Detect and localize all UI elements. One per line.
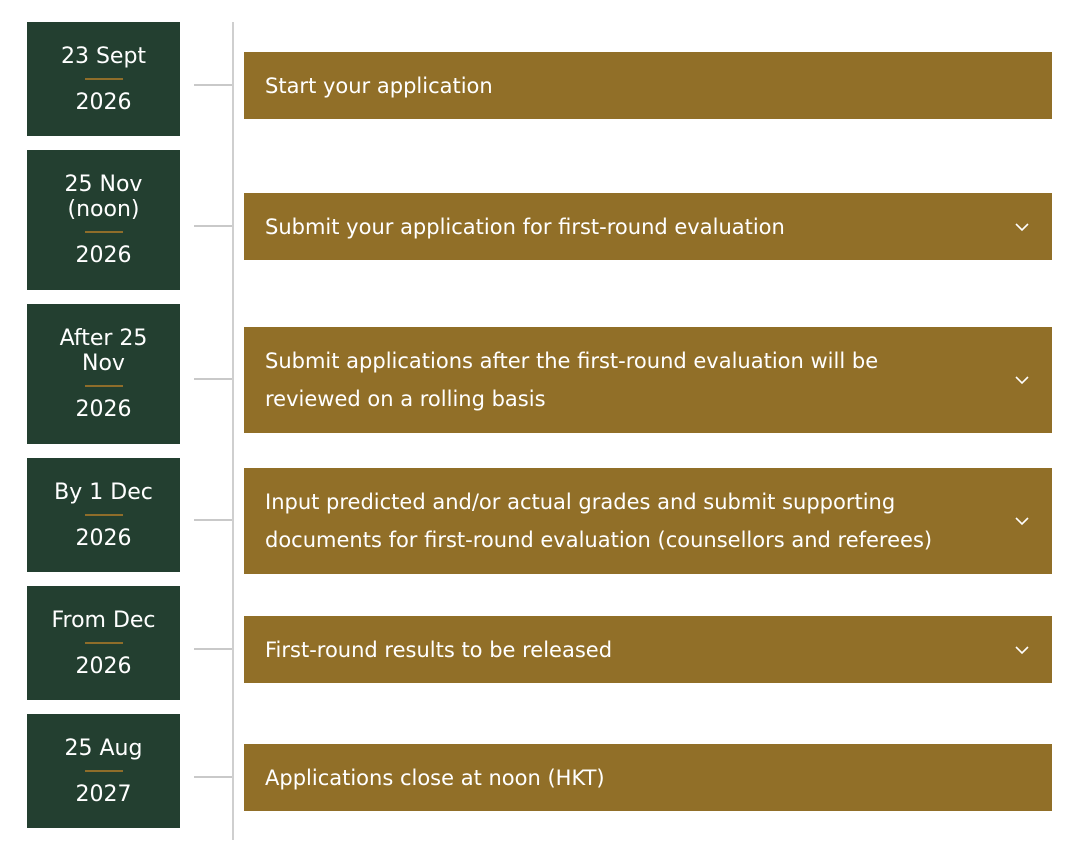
event-label: First-round results to be released [265,637,613,662]
date-box: 23 Sept 2026 [27,22,180,136]
date-label: 25 Nov (noon) [64,172,143,222]
chevron-down-icon[interactable] [1014,516,1030,526]
timeline-connector [194,776,232,778]
date-year: 2026 [75,397,132,422]
timeline-spine [232,22,234,840]
timeline-event-applications-close[interactable]: Applications close at noon (HKT) [244,744,1052,811]
timeline-connector [194,225,232,227]
date-label: 23 Sept [60,43,147,69]
chevron-down-icon[interactable] [1014,375,1030,385]
date-separator [84,385,123,387]
event-label: Input predicted and/or actual grades and… [265,490,933,552]
timeline-event-rolling-review[interactable]: Submit applications after the first-roun… [244,327,1052,433]
event-label: Applications close at noon (HKT) [265,765,605,790]
date-separator [84,513,123,516]
date-box: From Dec 2026 [27,586,180,700]
date-box: After 25 Nov 2026 [27,304,180,444]
chevron-down-icon[interactable] [1014,645,1030,655]
event-label: Submit your application for first-round … [265,214,785,239]
date-separator [84,769,123,772]
timeline-event-submit-first-round[interactable]: Submit your application for first-round … [244,193,1052,260]
date-box: 25 Nov (noon) 2026 [27,150,180,290]
timeline-connector [194,84,232,86]
date-box: 25 Aug 2027 [27,714,180,828]
date-label: 25 Aug [64,735,143,761]
timeline-connector [194,648,232,650]
date-separator [84,641,123,644]
event-label: Start your application [265,73,493,98]
date-year: 2026 [75,525,132,551]
date-year: 2026 [75,89,132,115]
timeline-connector [194,519,232,521]
date-year: 2027 [75,781,132,807]
timeline-event-start-application[interactable]: Start your application [244,52,1052,119]
date-label: After 25 Nov [59,326,148,376]
timeline-event-input-grades[interactable]: Input predicted and/or actual grades and… [244,468,1052,574]
chevron-down-icon[interactable] [1014,222,1030,232]
date-year: 2026 [75,653,132,679]
date-separator [84,77,123,80]
date-label: By 1 Dec [54,479,153,505]
timeline-connector [194,378,232,380]
date-label: From Dec [51,607,156,633]
date-separator [84,231,123,233]
date-year: 2026 [75,243,132,268]
event-label: Submit applications after the first-roun… [265,349,879,411]
date-box: By 1 Dec 2026 [27,458,180,572]
timeline-event-first-round-results[interactable]: First-round results to be released [244,616,1052,683]
